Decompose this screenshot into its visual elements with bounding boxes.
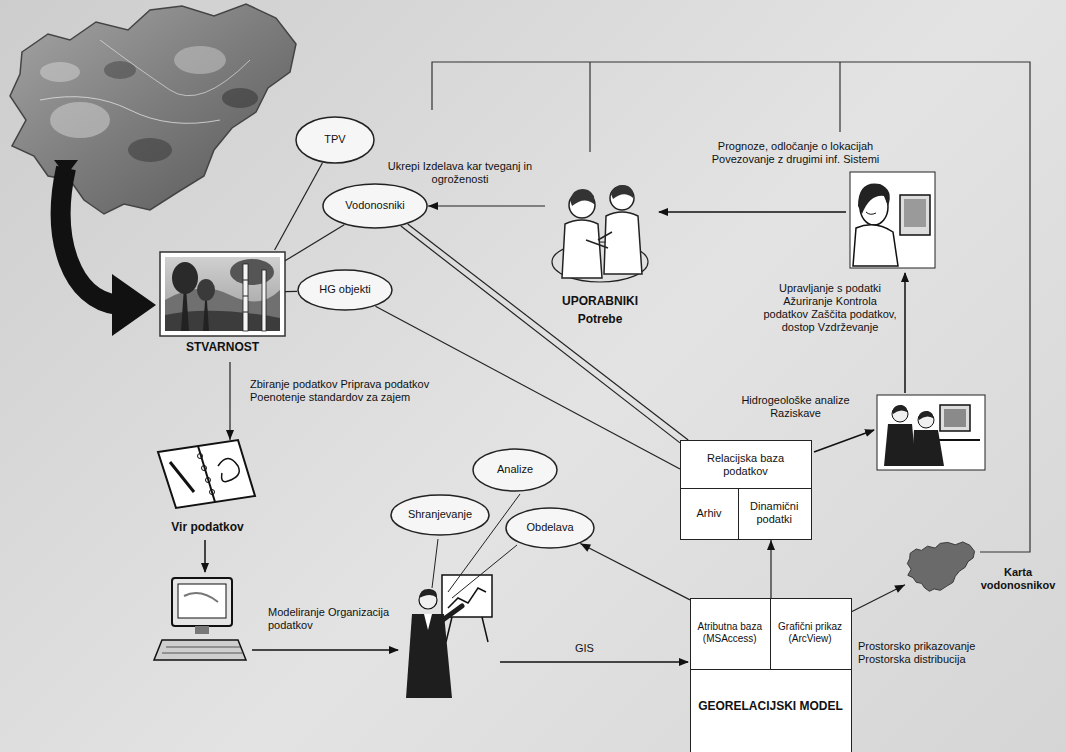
connector-line [428, 205, 545, 206]
text-area: Atributna baza (MSAccess) [694, 601, 767, 666]
flow-arrows [205, 212, 905, 662]
flow-label: Hidrogeološke analize Raziskave [728, 394, 863, 420]
text-area: Grafični prikaz (ArcView) [774, 601, 847, 666]
analysts-icon [877, 395, 985, 470]
edge-label: Zbiranje podatkov Priprava podatkov Poen… [250, 378, 450, 404]
connector [428, 202, 545, 210]
node-text: HG objekti [319, 283, 370, 296]
picture-label: Potrebe [545, 312, 655, 326]
arrow-head [226, 430, 234, 440]
operator-icon [850, 172, 935, 268]
connector [408, 224, 688, 440]
node-text: Grafični prikaz (ArcView) [774, 621, 847, 645]
text-area: HG objekti [307, 274, 384, 306]
topic-ellipse: HG objekti [297, 269, 393, 311]
flow-label: Upravljanje s podatki Ažuriranje Kontrol… [760, 282, 900, 334]
model-cell: Grafični prikaz (ArcView) [770, 598, 852, 670]
connector [275, 163, 323, 250]
picture-label: UPORABNIKI [545, 294, 655, 308]
text-area: Dinamični podatki [742, 491, 807, 536]
function-ellipse: Analize [472, 448, 558, 492]
text-area: Analize [481, 453, 550, 486]
function-ellipse: Obdelava [505, 507, 595, 549]
database-cell: Dinamični podatki [738, 488, 812, 540]
notebook-icon [158, 440, 255, 508]
connector-line [229, 362, 230, 440]
node-text: Arhiv [696, 507, 721, 520]
text-area: TPV [303, 122, 367, 158]
node-text: Atributna baza (MSAccess) [694, 621, 767, 645]
connector [580, 544, 690, 600]
feedback-line [432, 62, 1030, 552]
text-area: Obdelava [514, 512, 586, 544]
picture-label: Vir podatkov [145, 520, 270, 534]
picture-node: Vir podatkov [145, 440, 270, 538]
flow-label: Modeliranje Organizacija podatkov [268, 606, 396, 632]
text-area: GEORELACIJSKI MODEL [693, 671, 848, 741]
connector [226, 362, 234, 440]
presenter-icon [406, 575, 492, 698]
node-text: Analize [497, 463, 533, 476]
function-ellipse: Shranjevanje [390, 494, 490, 536]
slovenia-map [10, 4, 296, 214]
node-text: GEORELACIJSKI MODEL [698, 699, 843, 713]
picture-node: STVARNOST [160, 250, 285, 362]
picture-label: Karta vodonosnikov [977, 566, 1059, 592]
node-text: Vodonosniki [345, 199, 404, 212]
picture-node: Karta vodonosnikov [905, 540, 1060, 622]
picture-node: UPORABNIKI Potrebe [545, 168, 655, 330]
connector-line [285, 291, 297, 293]
text-area: Vodonosniki [333, 189, 418, 224]
connector-line [275, 163, 323, 250]
connector-line [408, 224, 688, 440]
connector-line [580, 544, 690, 600]
arrow-head [767, 540, 775, 550]
picture-label: STVARNOST [160, 340, 285, 354]
connector [767, 540, 775, 598]
connector-line [852, 585, 905, 612]
model-box: GEORELACIJSKI MODEL Atributna baza (MSAcc… [690, 598, 852, 752]
node-text: TPV [324, 133, 345, 146]
text-area: Shranjevanje [400, 499, 480, 531]
arrow-head [580, 544, 591, 552]
database-cell: Arhiv [680, 488, 740, 540]
connector [401, 226, 680, 443]
node-text: Shranjevanje [408, 508, 472, 521]
connector-line [285, 225, 344, 261]
arrow-head [428, 202, 438, 210]
users-sketch [552, 185, 648, 282]
database-box: Relacijska baza podatkovArhiv Dinamični p… [680, 440, 812, 540]
node-text: Relacijska baza podatkov [685, 452, 806, 478]
node-text: Obdelava [526, 521, 573, 534]
edge-label: Ukrepi Izdelava kar tveganj in ogroženos… [375, 160, 545, 186]
arrow-head [894, 585, 905, 593]
connector [852, 585, 905, 612]
text-area: Arhiv [684, 491, 735, 536]
landscape-photo [160, 252, 285, 336]
edge-label: Prostorsko prikazovanje Prostorska distr… [858, 640, 1008, 666]
flow-label: GIS [575, 642, 615, 655]
aquifer-map-icon [907, 542, 974, 591]
model-cell: Atributna baza (MSAccess) [690, 598, 772, 670]
connector-line [401, 226, 680, 443]
topic-ellipse: Vodonosniki [322, 183, 428, 229]
topic-ellipse: TPV [295, 116, 375, 164]
curved-arrow [54, 160, 156, 336]
computer-icon [154, 578, 246, 660]
flow-label: Prognoze, odločanje o lokacijah Povezova… [688, 140, 903, 166]
connector [285, 291, 297, 292]
node-text: Dinamični podatki [742, 500, 807, 526]
text-area: Relacijska baza podatkov [685, 443, 806, 487]
connector [285, 225, 344, 261]
